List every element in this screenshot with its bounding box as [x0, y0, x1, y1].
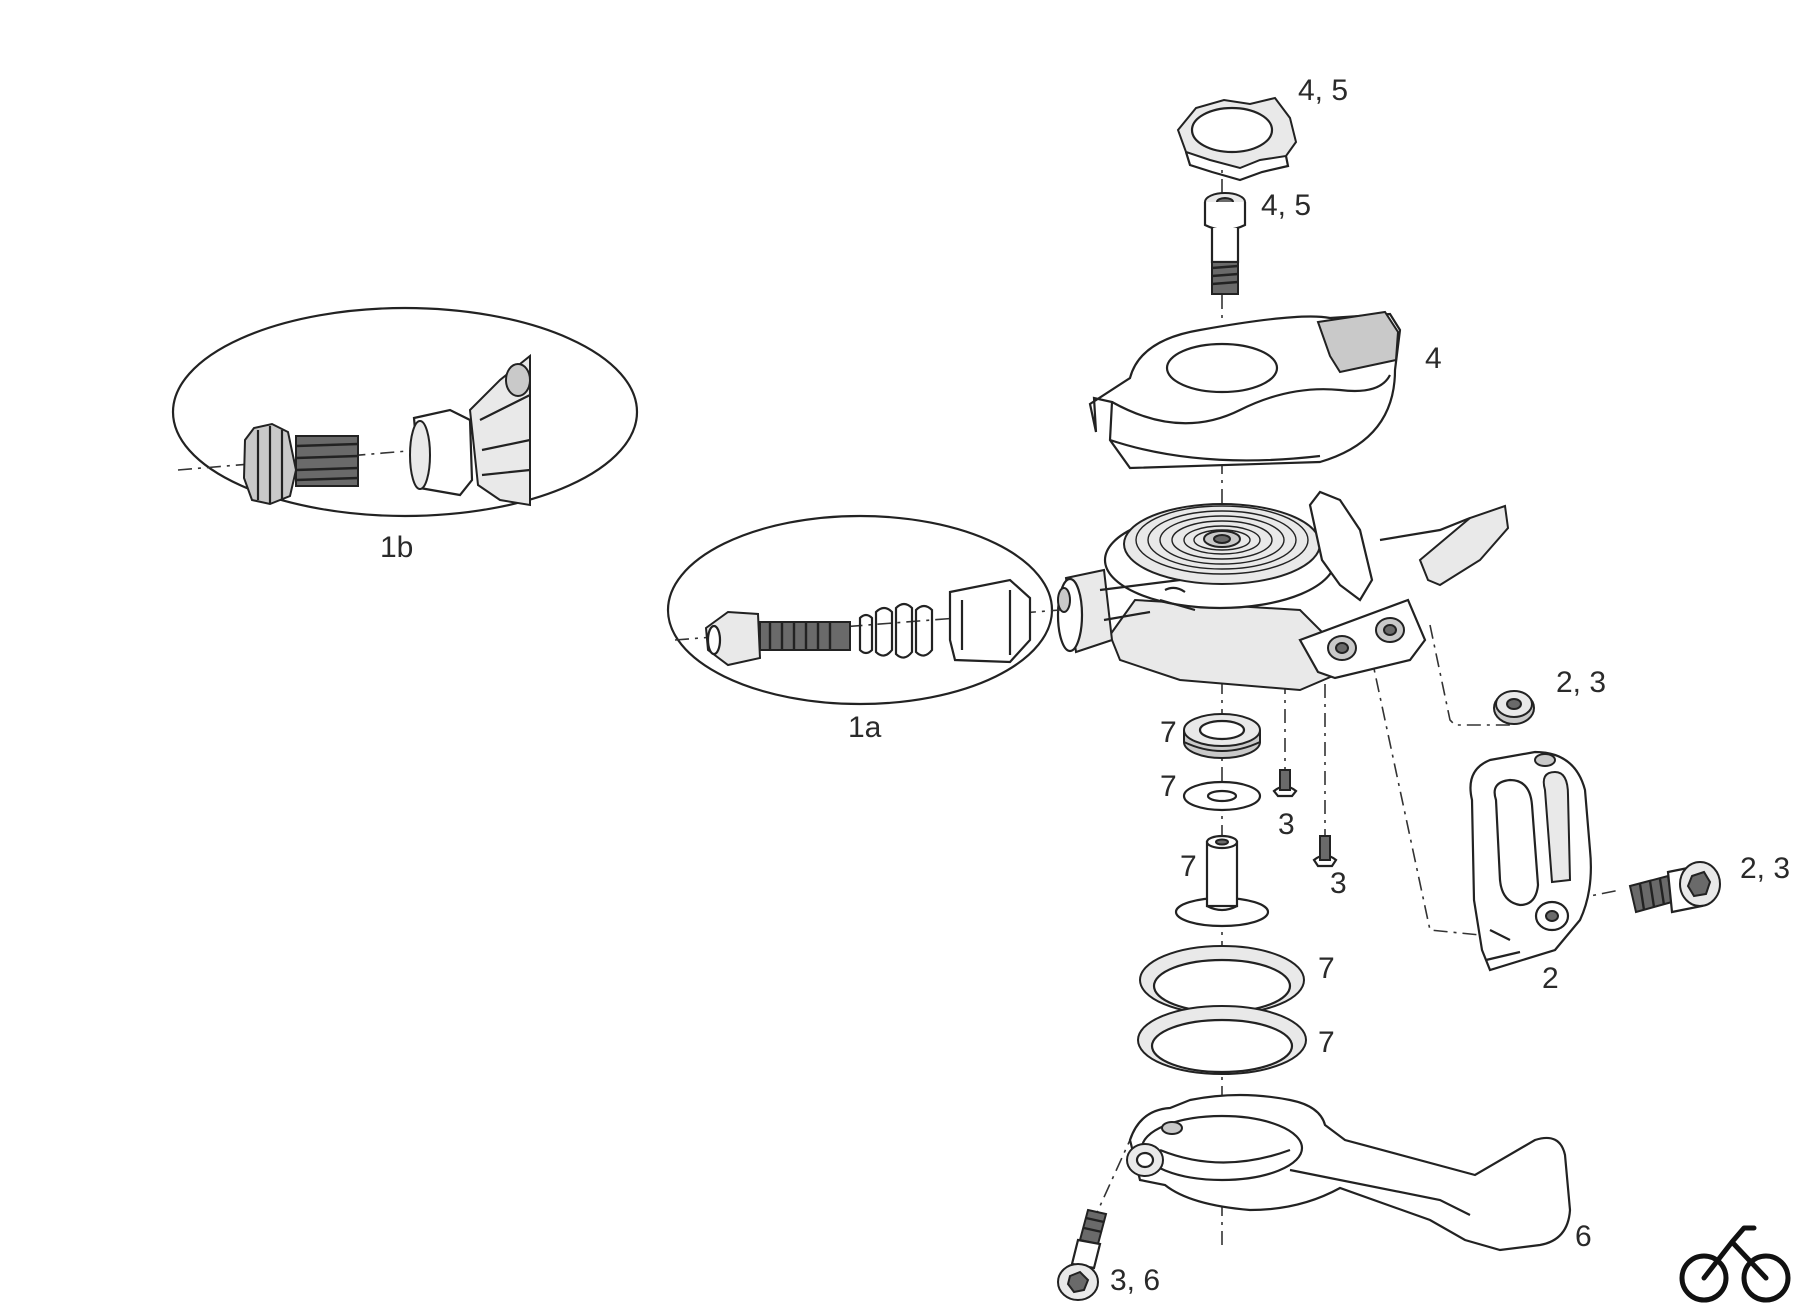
callout-ring-lower: 7: [1318, 1026, 1335, 1059]
callout-clamp-bolt: 2, 3: [1740, 852, 1790, 885]
callout-ring-upper: 7: [1318, 952, 1335, 985]
callout-clamp: 2: [1542, 962, 1559, 995]
cap-bolt-part: [1203, 192, 1247, 295]
nut-part: [1493, 690, 1535, 725]
thread-lines: [768, 622, 832, 650]
sleeve-part: [1174, 834, 1270, 928]
callout-lever: 6: [1575, 1220, 1592, 1253]
callout-cap-nut: 4, 5: [1298, 74, 1348, 107]
coil-spring: [858, 602, 934, 659]
clamp-part: [1469, 750, 1592, 972]
detail-1a: [666, 514, 1061, 706]
knurl-lines: [256, 426, 284, 504]
ring-lower-part: [1137, 1005, 1307, 1075]
detail-1b: [171, 306, 639, 518]
bearing-part: [1183, 713, 1261, 759]
cap-nut-part: [1176, 96, 1298, 182]
callout-bearing: 7: [1160, 716, 1177, 749]
callout-screw-b: 3: [1330, 867, 1347, 900]
lever-part: [1126, 1093, 1572, 1252]
callout-washer-small: 7: [1160, 770, 1177, 803]
callout-nut: 2, 3: [1556, 666, 1606, 699]
callout-cap-bolt: 4, 5: [1261, 189, 1311, 222]
callout-cover: 4: [1425, 342, 1442, 375]
lever-bolt-part: [1057, 1208, 1108, 1301]
spring-coil: [1135, 505, 1309, 575]
callout-labels: 4, 5 4, 5 4 1b 1a 7 7 7 7 7 3 3 2, 3 2 2…: [380, 74, 1790, 1297]
callout-detail-1a: 1a: [848, 711, 882, 744]
callout-sleeve: 7: [1180, 850, 1197, 883]
clamp-bolt-part: [1628, 861, 1721, 914]
screw-b-part: [1312, 835, 1338, 868]
main-axis-lines: [1079, 150, 1621, 1251]
callout-screw-a: 3: [1278, 808, 1295, 841]
shifter-body-part: [1056, 490, 1510, 692]
ring-upper-part: [1139, 945, 1305, 1015]
washer-small-part: [1182, 780, 1262, 812]
callout-detail-1b: 1b: [380, 531, 413, 564]
cover-part: [1088, 310, 1402, 470]
screw-a-part: [1272, 769, 1298, 798]
bicycle-icon: [1679, 1225, 1791, 1303]
callout-lever-bolt: 3, 6: [1110, 1264, 1160, 1297]
